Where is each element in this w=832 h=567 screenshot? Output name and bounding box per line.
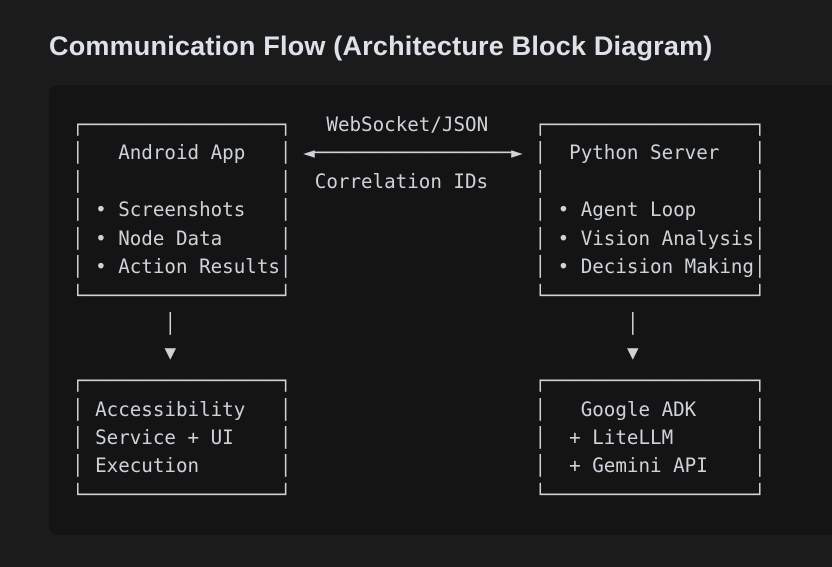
accessibility-service-box: ┌─────────────────┐ │ Accessibility │ │ … xyxy=(72,369,292,506)
python-down-arrow-icon: │ ▼ xyxy=(627,312,639,364)
google-adk-box: ┌──────────────────┐ │ Google ADK │ │ + … xyxy=(534,369,766,506)
android-app-box: ┌─────────────────┐ │ Android App │ │ │ … xyxy=(72,113,292,307)
page-title: Communication Flow (Architecture Block D… xyxy=(49,31,713,61)
bidirectional-arrow-icon: ◄─────────────────► xyxy=(303,141,523,165)
android-down-arrow-icon: │ ▼ xyxy=(164,312,177,364)
python-server-box: ┌──────────────────┐ │ Python Server │ │… xyxy=(534,113,766,307)
correlation-ids-label: Correlation IDs xyxy=(314,169,489,193)
websocket-json-label: WebSocket/JSON xyxy=(326,113,489,136)
diagram-panel: ┌─────────────────┐ │ Android App │ │ │ … xyxy=(49,85,832,535)
